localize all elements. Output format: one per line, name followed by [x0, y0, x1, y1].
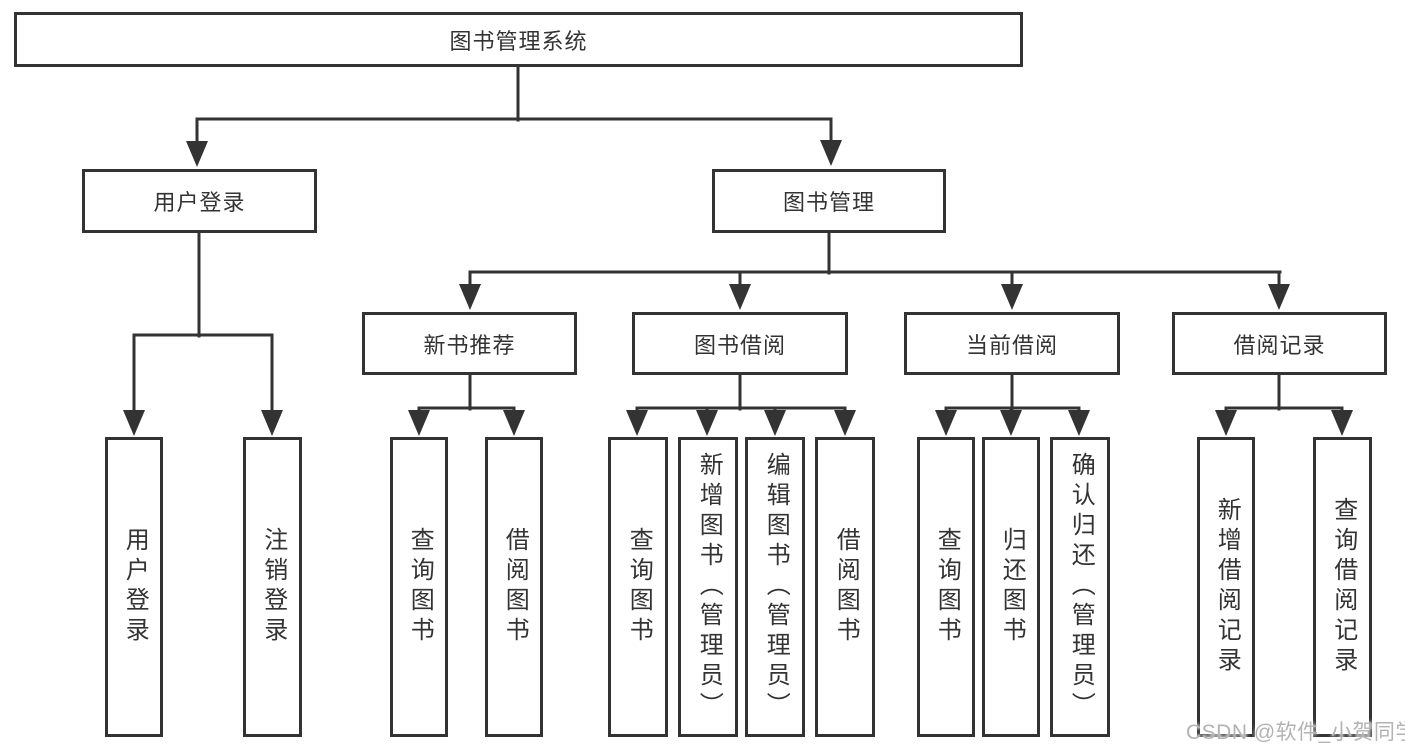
branch-borrow-record — [1224, 373, 1344, 418]
leaf-query-book-3: 查询图书 — [917, 437, 975, 737]
leaf-return-book: 归还图书 — [982, 437, 1040, 737]
node-book-borrow: 图书借阅 — [632, 312, 848, 375]
leaf-add-borrow-record: 新增借阅记录 — [1197, 437, 1255, 737]
leaf-add-book-admin: 新增图书（管理员） — [678, 437, 738, 737]
leaf-return-book-label: 归还图书 — [998, 527, 1026, 647]
node-root-title: 图书管理系统 — [14, 12, 1023, 67]
leaf-query-book-2: 查询图书 — [608, 437, 668, 737]
leaf-query-borrow-record: 查询借阅记录 — [1313, 437, 1372, 737]
leaf-add-book-admin-label: 新增图书（管理员） — [695, 452, 723, 722]
branch-book-borrow — [635, 373, 847, 418]
leaf-edit-book-admin: 编辑图书（管理员） — [745, 437, 805, 737]
node-borrow-record-label: 借阅记录 — [1233, 332, 1326, 358]
node-book-mgmt-label: 图书管理 — [782, 190, 875, 215]
leaf-logout-label: 注销登录 — [259, 527, 287, 647]
node-book-borrow-label: 图书借阅 — [693, 332, 786, 358]
node-new-book-rec-label: 新书推荐 — [423, 332, 516, 358]
node-book-mgmt: 图书管理 — [712, 169, 946, 233]
node-user-login-label: 用户登录 — [153, 190, 246, 215]
leaf-borrow-book-1-label: 借阅图书 — [501, 527, 529, 647]
node-user-login: 用户登录 — [82, 169, 317, 233]
leaf-query-book-2-label: 查询图书 — [625, 527, 653, 647]
leaf-borrow-book-2-label: 借阅图书 — [832, 527, 860, 647]
leaf-edit-book-admin-label: 编辑图书（管理员） — [762, 452, 790, 722]
node-borrow-record: 借阅记录 — [1172, 312, 1387, 375]
trunk-root — [195, 65, 833, 147]
leaf-confirm-return-admin-label: 确认归还（管理员） — [1067, 452, 1095, 722]
leaf-borrow-book-1: 借阅图书 — [485, 437, 543, 737]
leaf-query-borrow-record-label: 查询借阅记录 — [1329, 497, 1357, 677]
leaf-user-login-label: 用户登录 — [121, 527, 149, 647]
leaf-user-login: 用户登录 — [105, 437, 163, 737]
branch-book-mgmt — [468, 231, 1282, 292]
leaf-add-borrow-record-label: 新增借阅记录 — [1213, 497, 1241, 677]
branch-new-book — [417, 373, 516, 418]
branch-user-login — [132, 231, 274, 416]
leaf-query-book-3-label: 查询图书 — [933, 527, 961, 647]
leaf-query-book-1-label: 查询图书 — [406, 527, 434, 647]
leaf-borrow-book-2: 借阅图书 — [815, 437, 875, 737]
leaf-logout: 注销登录 — [243, 437, 302, 737]
node-current-borrow-label: 当前借阅 — [965, 332, 1058, 358]
node-new-book-rec: 新书推荐 — [362, 312, 577, 375]
branch-current-borrow — [944, 373, 1081, 418]
connector-paths — [132, 65, 1344, 418]
leaf-query-book-1: 查询图书 — [390, 437, 448, 737]
leaf-confirm-return-admin: 确认归还（管理员） — [1050, 437, 1110, 737]
node-current-borrow: 当前借阅 — [904, 312, 1120, 375]
node-root-label: 图书管理系统 — [449, 28, 588, 54]
csdn-watermark: CSDN @软件_小贺同学 — [1186, 721, 1405, 744]
